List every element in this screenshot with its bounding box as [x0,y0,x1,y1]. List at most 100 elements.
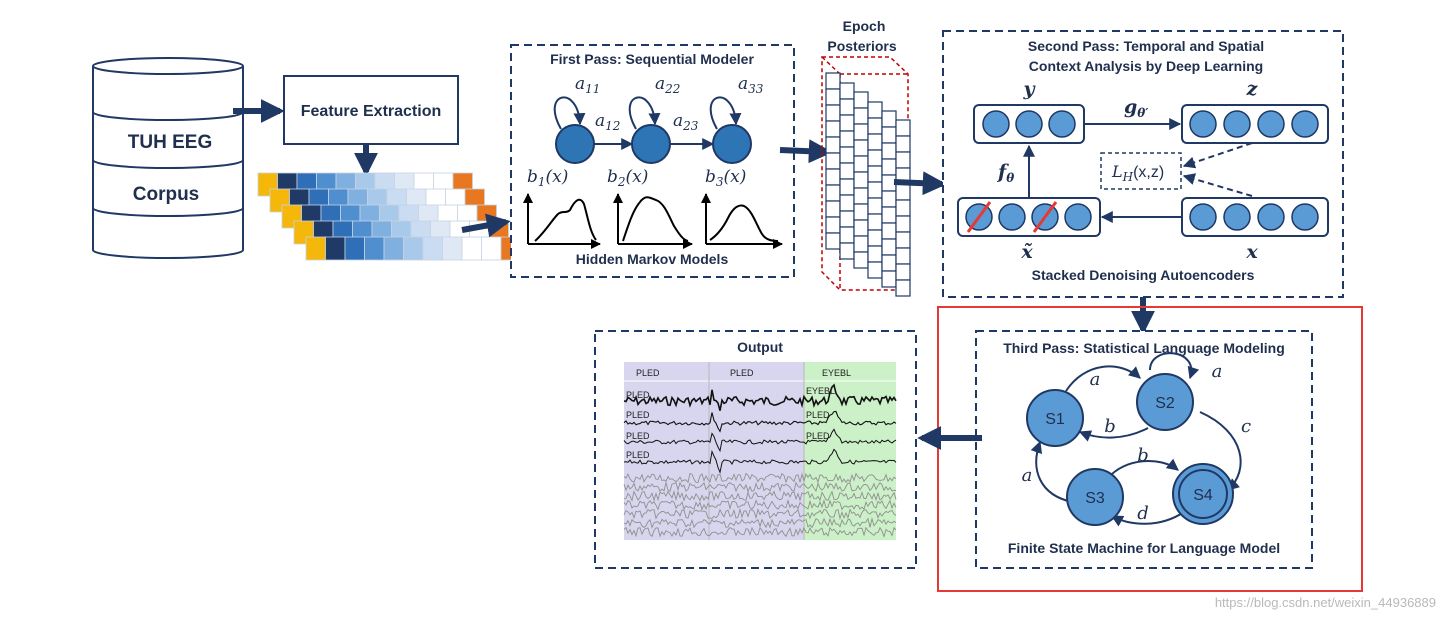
layer-x-tilde-label: x̃ [1020,241,1033,263]
feature-cell [481,236,502,261]
epoch-cell [825,136,841,154]
output-channel-label-3: PLED [626,431,650,441]
epoch-cell [895,279,911,297]
epoch-cell [839,162,855,180]
epoch-cell [839,82,855,100]
epoch-cell [825,184,841,202]
epoch-cell [839,242,855,260]
epoch-cell [867,101,883,119]
hmm-self-loop-label-3: a33 [738,74,764,96]
epochs-to-second-pass-arrow [893,171,947,196]
epoch-cell [825,88,841,106]
epoch-cell [839,194,855,212]
eeg-trace [623,498,897,511]
epoch-cell [825,216,841,234]
feature-cell [364,236,385,261]
epoch-cell [867,229,883,247]
eeg-trace [623,526,897,538]
eeg-trace [623,481,897,493]
feature-matrix [257,172,521,261]
hmm-state-1 [555,124,595,164]
fsm-edge-label-s2-s4: c [1241,416,1251,437]
output-channel-label-2: PLED [626,410,650,420]
hmm-self-loop-2 [628,96,661,130]
epoch-cell [853,139,869,157]
epoch-cell [825,152,841,170]
feature-cell [383,236,404,261]
fsm-edge-s1-s2 [1065,365,1141,392]
epoch-cell [895,151,911,169]
fsm-state-s2 [1136,373,1194,431]
layer-x-label: x [1245,241,1258,263]
eeg-trace [623,507,897,521]
hmm-state-2 [631,124,671,164]
epoch-cell [867,133,883,151]
output-channel-label-5: EYEBL [806,386,835,396]
hmm-emission-label-1: b1(x) [527,167,568,189]
output-channel-label-7: PLED [806,431,830,441]
layer-y-label: y [1022,78,1036,100]
epoch-cell [839,98,855,116]
epoch-cell [895,183,911,201]
eeg-trace [623,490,897,502]
second-pass-title-line1: Second Pass: Temporal and Spatial [1028,38,1264,54]
epoch-cell [867,149,883,167]
emission-plot-2 [613,193,693,249]
epoch-cell [895,135,911,153]
hmm-chain [553,96,752,164]
output-channel-label-1: PLED [626,390,650,400]
feature-cell [442,236,463,261]
output-title: Output [737,339,783,355]
fsm-state-label-s3: S3 [1085,490,1105,507]
feature-extraction-label: Feature Extraction [301,103,441,120]
epoch-cell [881,238,897,256]
epoch-cell [825,168,841,186]
eeg-trace [623,410,897,433]
watermark: https://blog.csdn.net/weixin_44936889 [1215,595,1436,610]
fsm-state-s4 [1178,469,1228,519]
fsm-edge-s2-s2 [1149,352,1200,380]
epoch-cell [825,232,841,250]
epoch-cell [839,130,855,148]
epoch-cell [853,235,869,253]
eeg-trace [623,472,897,484]
epoch-cell [825,200,841,218]
feature-extraction-box [283,75,459,145]
layer-z-label: z [1246,78,1259,100]
first-pass-title: First Pass: Sequential Modeler [550,51,754,67]
epoch-posteriors-line2: Posteriors [827,38,896,54]
epoch-cell [895,231,911,249]
epoch-cell [853,123,869,141]
fsm-edge-s2-s4 [1199,411,1242,491]
eeg-output-view [623,362,897,540]
epoch-cell [895,215,911,233]
feature-cell [403,236,424,261]
fsm-edge-label-s4-s3: d [1137,503,1149,524]
epoch-cell [839,210,855,228]
epoch-cell [867,197,883,215]
corpus-label-line2: Corpus [133,184,200,205]
feature-cell [305,236,326,261]
hmm-self-loop-label-2: a22 [655,74,680,96]
loss-label: LH(x,z) [1111,162,1164,184]
eeg-trace [623,383,897,411]
output-channel-label-4: PLED [626,450,650,460]
epoch-cell [853,187,869,205]
fsm-state-s3 [1066,468,1124,526]
epoch-cell [825,104,841,122]
output-channel-label-6: PLED [806,410,830,420]
hmm-transition-label-23: a23 [673,111,699,133]
loss-from-z-arrow [1182,142,1253,169]
hmm-state-3 [712,124,752,164]
encoder-label: fθ [996,161,1014,185]
corpus-database-icon [92,57,244,259]
epoch-cell [867,181,883,199]
epoch-cell [867,213,883,231]
hmm-self-loop-3 [709,96,742,130]
corrupted-unit-mark-2 [1032,201,1058,233]
fsm-edge-s3-s1 [1030,440,1073,503]
epoch-posteriors-line1: Epoch [843,18,886,34]
epoch-cell [895,247,911,265]
